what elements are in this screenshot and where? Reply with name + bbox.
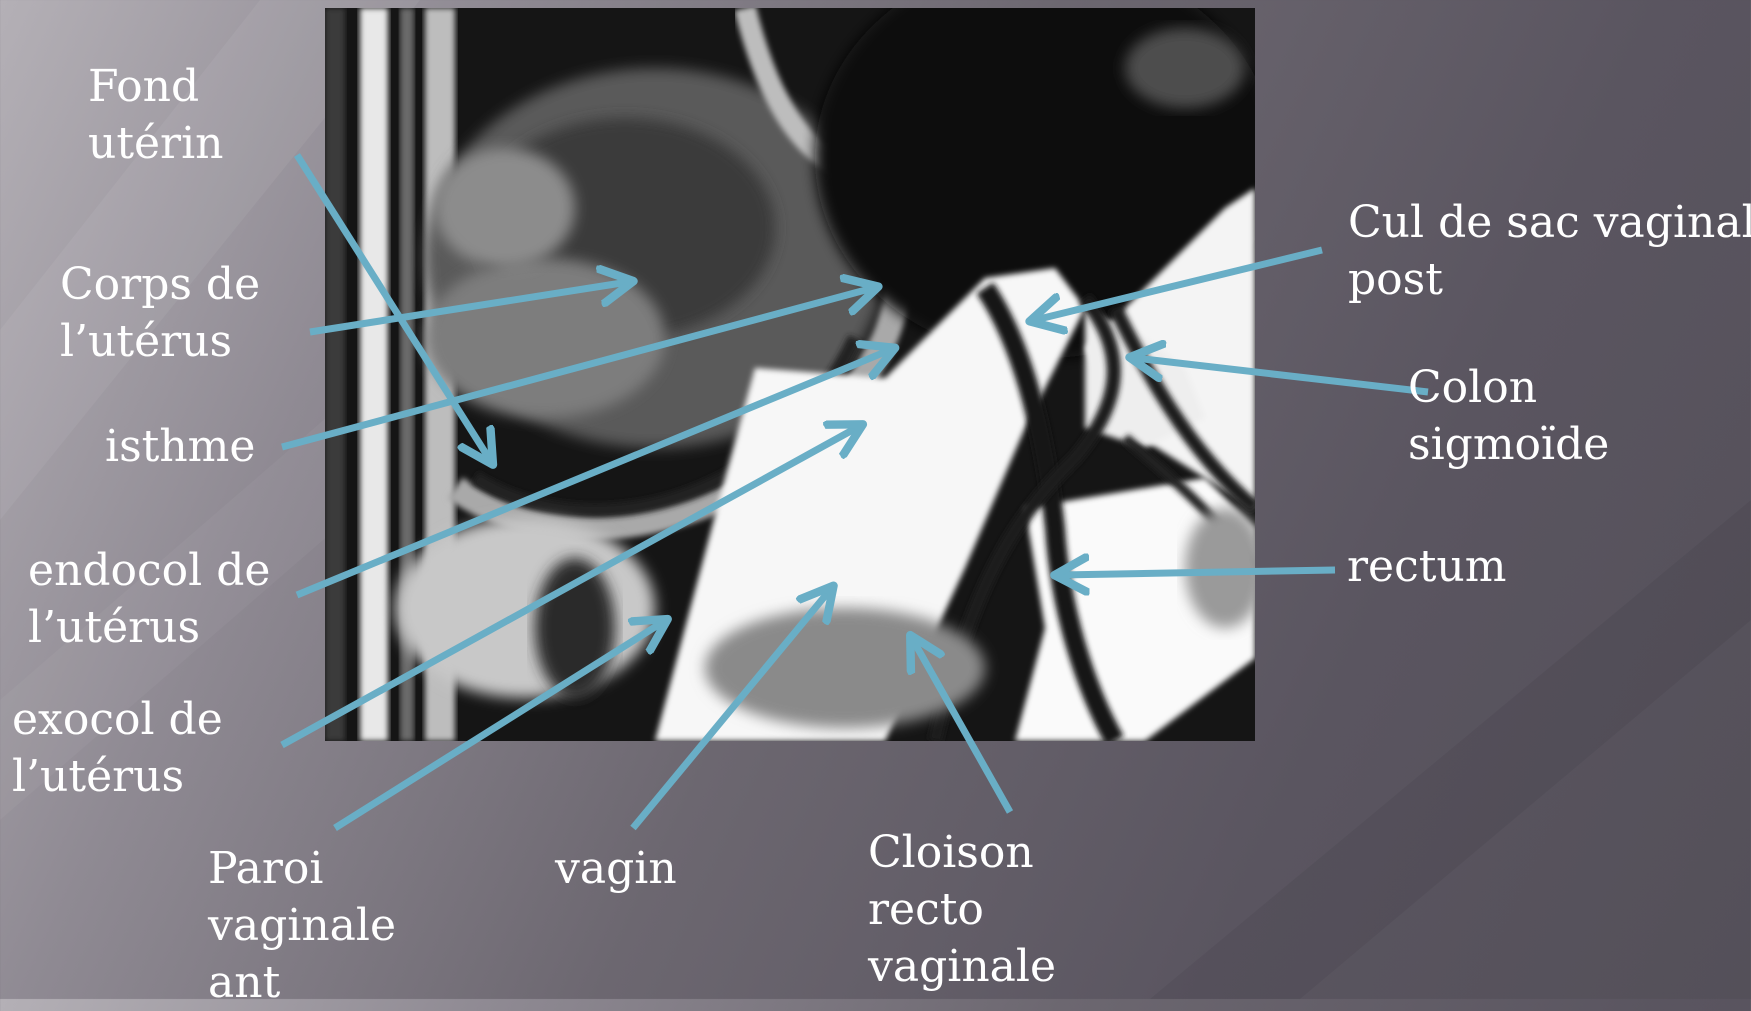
label-endocol: endocol de l’utérus bbox=[28, 542, 270, 656]
label-line: sigmoïde bbox=[1408, 416, 1609, 473]
label-line: isthme bbox=[105, 418, 255, 475]
label-line: Cloison bbox=[868, 824, 1056, 881]
arrow-isthme bbox=[282, 288, 873, 447]
label-line: Colon bbox=[1408, 359, 1609, 416]
label-corps-uterus: Corps de l’utérus bbox=[60, 256, 260, 370]
label-line: exocol de bbox=[12, 691, 223, 748]
label-rectum: rectum bbox=[1347, 538, 1506, 595]
label-line: Fond bbox=[88, 58, 224, 115]
label-line: l’utérus bbox=[12, 748, 223, 805]
label-line: Paroi bbox=[208, 840, 396, 897]
label-line: Corps de bbox=[60, 256, 260, 313]
label-line: rectum bbox=[1347, 538, 1506, 595]
label-vagin: vagin bbox=[555, 840, 677, 897]
label-line: Cul de sac vaginal bbox=[1348, 194, 1751, 251]
label-line: vaginale bbox=[208, 897, 396, 954]
label-paroi-vaginale: Paroi vaginale ant bbox=[208, 840, 396, 1011]
arrow-corps-uterus bbox=[310, 282, 628, 332]
label-exocol: exocol de l’utérus bbox=[12, 691, 223, 805]
arrow-paroi-vaginale bbox=[335, 622, 663, 828]
label-line: vagin bbox=[555, 840, 677, 897]
label-line: ant bbox=[208, 954, 396, 1011]
label-fond-uterin: Fond utérin bbox=[88, 58, 224, 172]
arrow-cul-de-sac bbox=[1035, 250, 1322, 320]
label-line: l’utérus bbox=[28, 599, 270, 656]
arrow-endocol bbox=[297, 350, 890, 595]
label-line: vaginale bbox=[868, 938, 1056, 995]
label-isthme: isthme bbox=[105, 418, 255, 475]
label-line: utérin bbox=[88, 115, 224, 172]
arrow-cloison bbox=[913, 640, 1010, 812]
arrow-exocol bbox=[282, 427, 858, 745]
label-cloison: Cloison recto vaginale bbox=[868, 824, 1056, 995]
label-line: recto bbox=[868, 881, 1056, 938]
label-colon: Colon sigmoïde bbox=[1408, 359, 1609, 473]
arrow-colon bbox=[1135, 358, 1428, 392]
arrow-rectum bbox=[1060, 570, 1335, 575]
label-cul-de-sac: Cul de sac vaginal post bbox=[1348, 194, 1751, 308]
label-line: post bbox=[1348, 251, 1751, 308]
label-line: endocol de bbox=[28, 542, 270, 599]
label-line: l’utérus bbox=[60, 313, 260, 370]
